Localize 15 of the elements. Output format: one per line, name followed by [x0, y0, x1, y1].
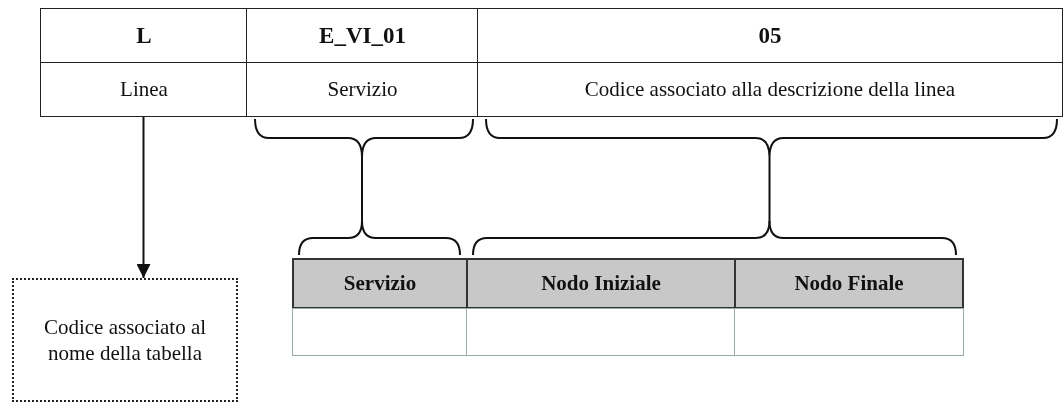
table-cell: Codice associato alla descrizione della linea	[477, 62, 1063, 117]
brace-branch	[472, 220, 771, 256]
dotted-note-box: Codice associato al nome della tabella	[12, 278, 238, 402]
table-cell: Servizio	[246, 62, 479, 117]
table-cell: Linea	[40, 62, 248, 117]
brace-connector	[254, 118, 474, 256]
header-cell: Nodo Iniziale	[466, 258, 736, 309]
arrow	[136, 115, 151, 279]
brace-connector	[485, 118, 1058, 222]
header-cell: L	[40, 8, 248, 63]
brace-branch	[768, 220, 957, 256]
header-cell: 05	[477, 8, 1063, 63]
header-cell: Servizio	[292, 258, 468, 309]
header-cell: E_VI_01	[246, 8, 479, 63]
header-cell: Nodo Finale	[734, 258, 964, 309]
